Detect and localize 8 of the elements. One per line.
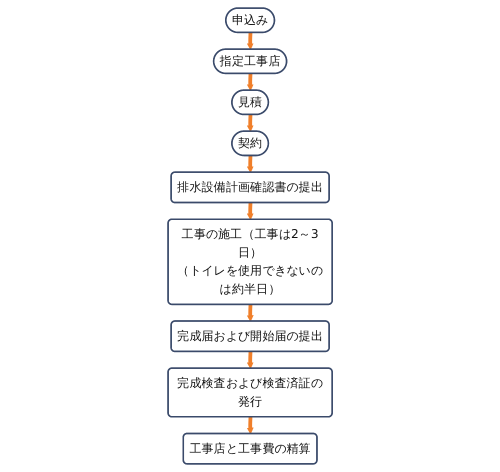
arrow — [246, 73, 254, 91]
arrow — [246, 32, 254, 50]
arrow — [246, 202, 254, 220]
arrow — [246, 351, 254, 369]
arrow — [246, 416, 254, 434]
arrow — [246, 114, 254, 132]
arrow — [246, 155, 254, 173]
arrow — [246, 304, 254, 322]
